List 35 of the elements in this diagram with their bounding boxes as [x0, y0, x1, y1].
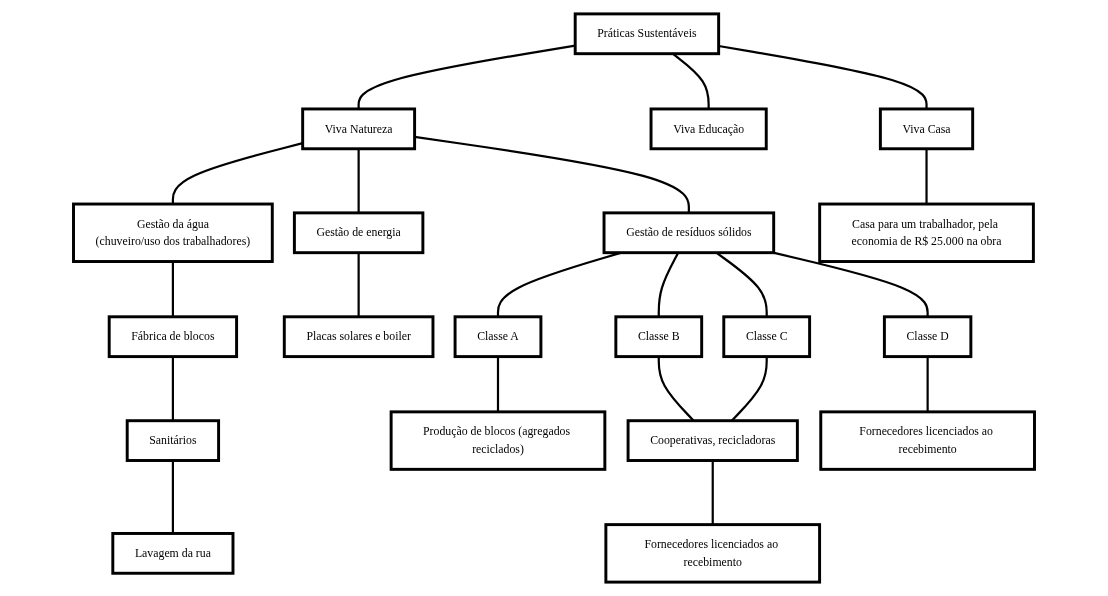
node-box: Classe C — [722, 315, 812, 359]
node-box: Viva Natureza — [301, 107, 417, 151]
connector — [925, 148, 928, 205]
connector — [357, 148, 360, 213]
connector — [171, 142, 303, 205]
node-box: Fornecedores licenciados ao recebimento — [819, 410, 1036, 471]
node-box: Fábrica de blocos — [107, 315, 239, 359]
node-box: Gestão da água (chuveiro/uso dos trabalhadores) — [72, 202, 274, 263]
node-box: Práticas Sustentáveis — [573, 12, 721, 56]
node-box: Gestão de energia — [292, 211, 425, 255]
connector — [357, 252, 360, 317]
connector — [171, 261, 174, 317]
node-box: Placas solares e boiler — [282, 315, 435, 359]
node-box: Sanitários — [125, 419, 221, 462]
connector — [772, 251, 929, 317]
node-box: Cooperativas, recicladoras — [626, 419, 799, 462]
node-box: Gestão de resíduos sólidos — [602, 211, 776, 255]
connector — [711, 460, 714, 525]
connector — [357, 44, 576, 109]
node-box: Classe D — [882, 315, 973, 359]
connector — [926, 356, 929, 412]
connector — [718, 44, 928, 109]
node-box: Classe B — [614, 315, 704, 359]
node-box: Viva Casa — [878, 107, 975, 151]
node-box: Classe A — [453, 315, 543, 359]
node-box: Casa para um trabalhador, pela economia de R$ 25.000 na obra — [818, 202, 1035, 263]
connector — [657, 252, 680, 317]
connector — [414, 135, 690, 213]
node-box: Viva Educação — [649, 107, 768, 151]
node-box: Fornecedores licenciados ao recebimento — [604, 523, 822, 584]
connector — [496, 356, 500, 412]
node-box: Lavagem da rua — [111, 532, 235, 575]
connector — [171, 460, 174, 534]
connector — [171, 356, 174, 421]
node-box: Produção de blocos (agregados reciclados) — [389, 410, 607, 471]
